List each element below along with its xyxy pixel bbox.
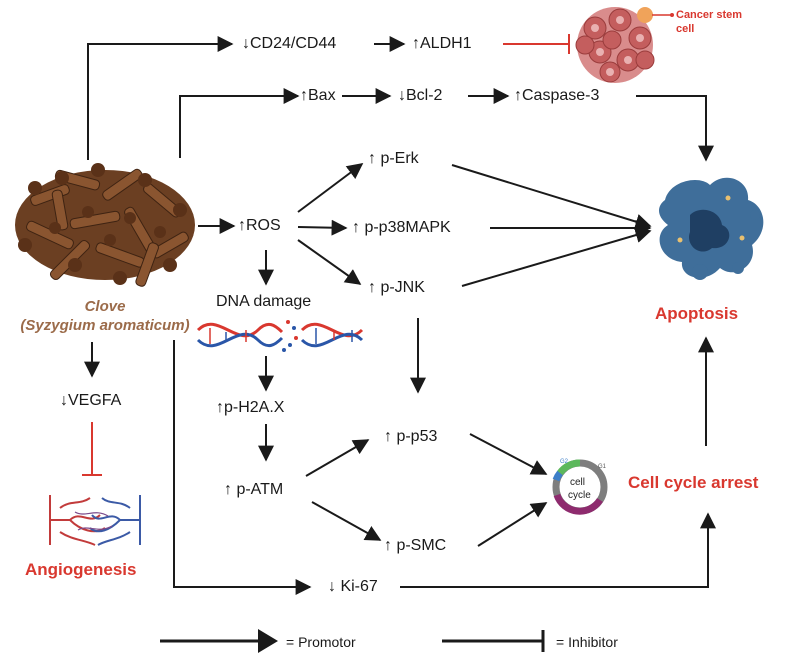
clove-image xyxy=(15,163,195,287)
clove-latin-name: (Syzygium aromaticum) xyxy=(20,317,190,334)
node-bcl2: ↓Bcl-2 xyxy=(398,87,443,104)
apoptotic-cell-image xyxy=(659,177,764,280)
clove-name: Clove xyxy=(84,298,126,315)
cell-cycle-text-2: cycle xyxy=(568,490,591,501)
node-ros: ↑ROS xyxy=(238,217,281,234)
angiogenesis-image xyxy=(49,495,141,546)
csc-label-text: Cancer stem cell xyxy=(676,9,743,35)
svg-text:G2: G2 xyxy=(560,459,569,465)
node-p-erk: ↑ p-Erk xyxy=(368,150,419,167)
node-p-h2ax: ↑p-H2A.X xyxy=(216,399,285,416)
legend-promotor-label: = Promotor xyxy=(286,634,356,650)
arrow-atm-smc xyxy=(311,501,382,541)
legend-inhibitor-label: = Inhibitor xyxy=(556,634,618,650)
arrow-clove-ki67 xyxy=(173,340,312,595)
arrow-erk-apoptosis xyxy=(451,164,652,230)
arrow-clove-cd24 xyxy=(87,36,234,160)
arrow-ros-erk xyxy=(297,163,364,213)
svg-text:G1: G1 xyxy=(598,464,607,470)
arrow-jnk-apoptosis xyxy=(461,227,652,287)
legend-inhibitor-line xyxy=(442,630,545,652)
arrow-p53-cellcycle xyxy=(469,433,548,475)
arrow-ki67-arrest xyxy=(400,512,716,588)
node-cell-cycle-arrest: Cell cycle arrest xyxy=(628,473,759,492)
cancer-stem-cell-image xyxy=(575,7,674,83)
node-angiogenesis: Angiogenesis xyxy=(25,560,137,579)
arrow-clove-bax xyxy=(179,88,300,158)
node-p-atm: ↑ p-ATM xyxy=(224,481,284,498)
arrow-atm-p53 xyxy=(305,439,370,477)
node-cd24: ↓CD24/CD44 xyxy=(242,35,337,52)
node-p-jnk: ↑ p-JNK xyxy=(368,279,425,296)
cell-cycle-image: G2 G1 cell cycle xyxy=(552,459,608,515)
node-p-p38mapk: ↑ p-p38MAPK xyxy=(352,219,451,236)
node-p-p53: ↑ p-p53 xyxy=(384,428,438,445)
legend-promotor-arrow xyxy=(160,629,278,653)
node-bax: ↑Bax xyxy=(300,87,336,104)
node-caspase3: ↑Caspase-3 xyxy=(514,87,600,104)
dna-damage-image xyxy=(196,320,364,352)
arrow-casp3-apoptosis xyxy=(636,95,714,162)
node-aldh1: ↑ALDH1 xyxy=(412,35,472,52)
node-dna-damage: DNA damage xyxy=(216,293,312,310)
cell-cycle-text-1: cell xyxy=(570,477,585,488)
node-apoptosis: Apoptosis xyxy=(655,304,739,323)
arrow-smc-cellcycle xyxy=(477,502,548,547)
node-vegfa: ↓VEGFA xyxy=(60,392,122,409)
node-cancer-stem-cell: Cancer stem cell xyxy=(676,9,756,37)
arrow-ros-jnk xyxy=(297,239,362,285)
node-p-smc: ↑ p-SMC xyxy=(384,537,447,554)
arrow-ros-p38 xyxy=(297,219,348,236)
node-ki67: ↓ Ki-67 xyxy=(328,578,378,595)
